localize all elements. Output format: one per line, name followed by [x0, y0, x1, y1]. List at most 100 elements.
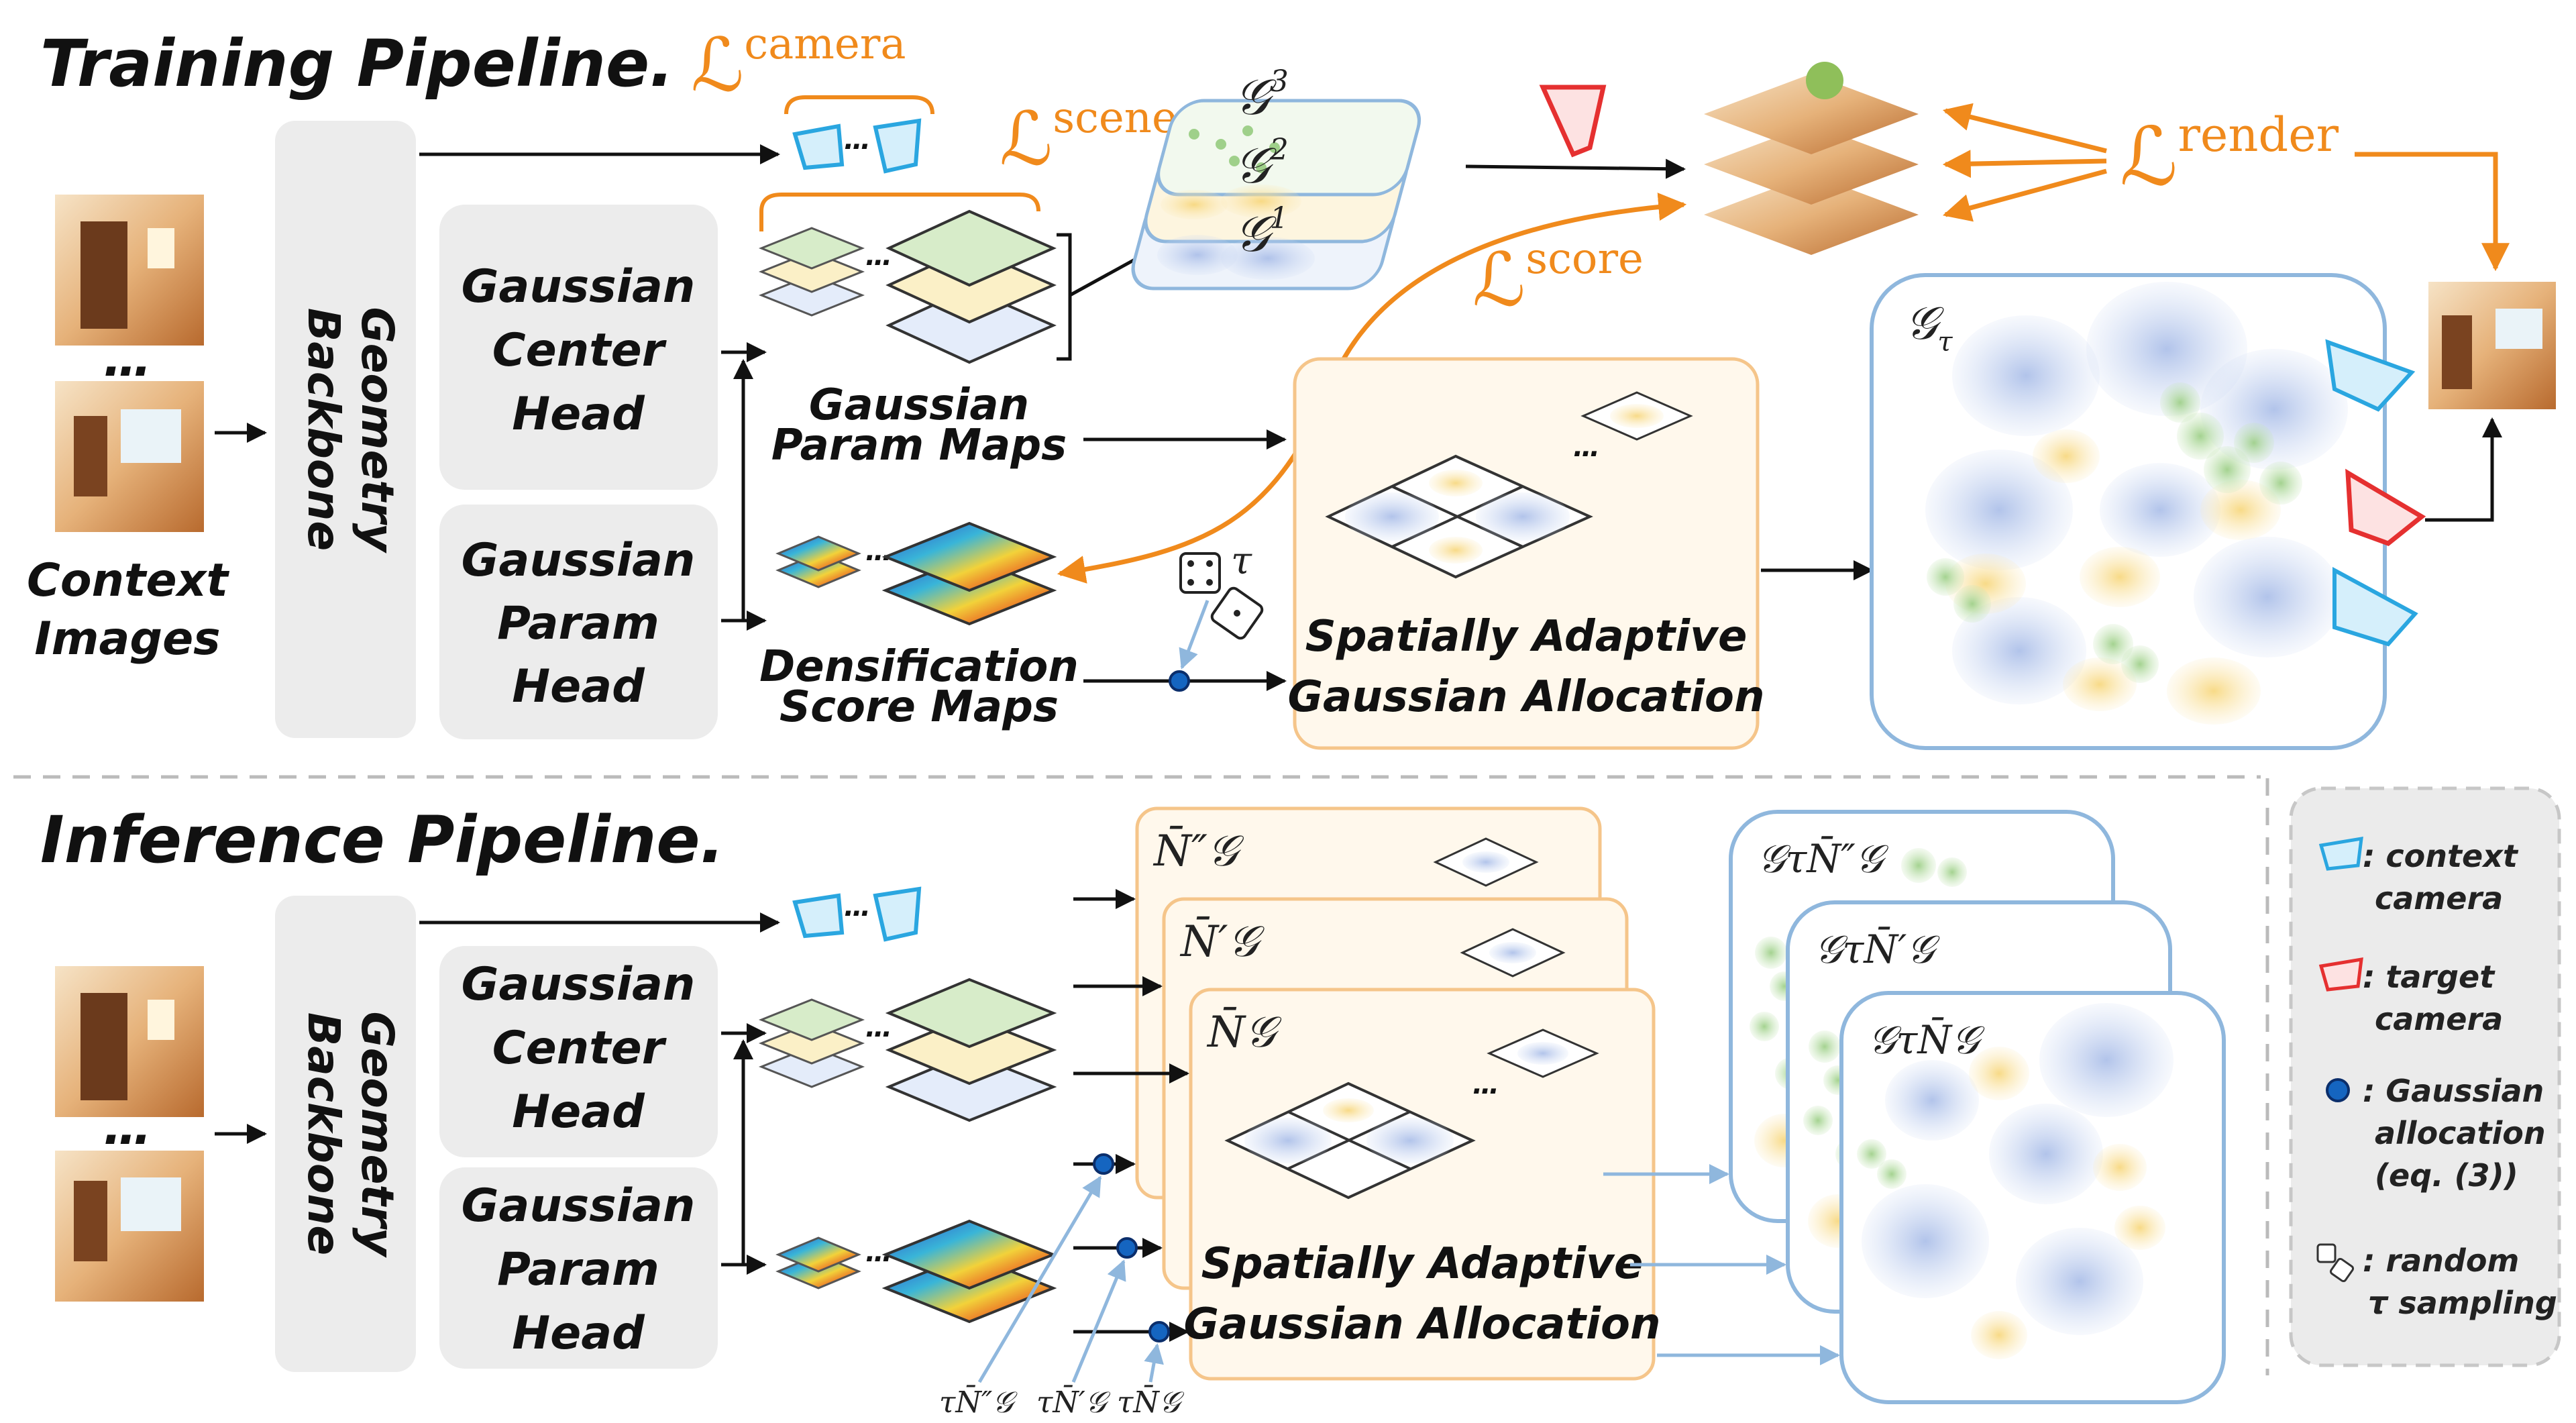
gaussians-tau-blobs	[1925, 282, 2348, 725]
allocation-ellipsis: …	[1573, 432, 1600, 463]
inference-camera-ellipsis: …	[844, 892, 871, 923]
budget-label-prime: N̄′𝒢	[1179, 916, 1265, 967]
legend-allocation-line-2: allocation	[2375, 1115, 2546, 1151]
context-image-1	[55, 195, 204, 346]
output-blobs-budget	[1857, 1003, 2174, 1359]
allocation-dot-budget	[1148, 1321, 1170, 1342]
output-label-prime: 𝒢τN̄′𝒢	[1815, 926, 1940, 972]
output-label-double-prime: 𝒢τN̄″𝒢	[1758, 835, 1889, 882]
render-loss-arrow-3	[1942, 168, 2107, 222]
inference-center-head-box	[439, 946, 718, 1157]
legend-context-line-1: : context	[2363, 838, 2519, 874]
inference-context-ellipsis: …	[103, 1099, 152, 1155]
context-camera-icons-scene	[2325, 339, 2418, 647]
center-head-label-2: Center	[492, 324, 667, 377]
camera-loss-brace	[784, 95, 934, 115]
arrow-levels-to-render	[1465, 158, 1686, 179]
score-maps-label-2: Score Maps	[780, 682, 1059, 732]
inference-param-head-label-2: Param	[497, 1243, 659, 1296]
inference-center-head-label-2: Center	[492, 1022, 667, 1075]
score-maps-stack-large	[881, 521, 1057, 626]
inference-backbone-label-2: Backbone	[298, 1012, 350, 1255]
loss-scene: ℒscene	[1000, 93, 1177, 182]
gaussians-tau-label: 𝒢τ	[1905, 297, 1953, 358]
inference-score-maps-ellipsis: …	[865, 1237, 892, 1268]
render-loss-arrow-2	[1942, 150, 2107, 178]
inference-center-head-label-3: Head	[512, 1086, 645, 1139]
gaussian-param-head-box	[439, 505, 718, 739]
inference-param-head-label-1: Gaussian	[462, 1179, 696, 1232]
tau-label-prime: τN̄′𝒢	[1036, 1384, 1111, 1420]
scene-loss-brace	[759, 193, 1040, 231]
allocation-dot-prime	[1116, 1237, 1138, 1259]
score-maps-label-1: Densification	[759, 642, 1079, 692]
budget-label: N̄𝒢	[1206, 1006, 1282, 1057]
legend-target-camera-icon	[2318, 957, 2363, 992]
gaussian-center-head-box	[439, 205, 718, 490]
legend-box	[2289, 786, 2561, 1367]
param-head-label-1: Gaussian	[462, 534, 696, 587]
center-head-label-3: Head	[512, 388, 645, 441]
inference-title: Inference Pipeline.	[40, 802, 724, 878]
allocation-grid	[1325, 391, 1693, 579]
tau-arrow-double-prime	[977, 1175, 1102, 1383]
inference-allocation-ellipsis: …	[1472, 1069, 1499, 1100]
dice-icon	[1179, 552, 1264, 640]
rendered-images-stack	[1704, 62, 1919, 255]
context-image-2	[55, 381, 204, 532]
training-title: Training Pipeline.	[40, 26, 674, 101]
render-loss-arrow-1	[1942, 103, 2107, 154]
allocation-dot-double-prime	[1093, 1153, 1114, 1175]
allocation-grid-prime-mini	[1460, 928, 1566, 978]
geometry-backbone-label-1: Geometry	[352, 307, 403, 554]
tau-arrow-prime	[1071, 1259, 1126, 1383]
param-maps-ellipsis: …	[865, 241, 892, 272]
inference-center-head-label-1: Gaussian	[462, 958, 696, 1011]
param-maps-stack-large	[885, 209, 1057, 364]
loss-camera: ℒcamera	[691, 19, 906, 108]
param-maps-stack-small	[758, 227, 865, 317]
legend-dice-line-2: τ sampling	[2368, 1285, 2557, 1321]
inference-score-maps	[775, 1219, 1057, 1324]
param-maps-label-2: Param Maps	[771, 421, 1067, 470]
allocation-label-2: Gaussian Allocation	[1288, 672, 1765, 722]
tau-label-budget: τN̄𝒢	[1117, 1384, 1185, 1420]
tau-label-double-prime: τN̄″𝒢	[939, 1384, 1018, 1420]
legend-allocation-line-1: : Gaussian	[2363, 1073, 2544, 1109]
inference-allocation-grid	[1224, 1029, 1599, 1200]
legend-allocation-dot-icon	[2326, 1078, 2350, 1102]
allocation-grid-double-prime-mini	[1433, 837, 1539, 887]
center-head-label-1: Gaussian	[462, 260, 696, 313]
legend-allocation-line-3: (eq. (3))	[2375, 1157, 2518, 1194]
param-maps-label-1: Gaussian	[809, 380, 1029, 430]
output-label-budget: 𝒢τN̄𝒢	[1868, 1016, 1985, 1063]
param-maps-bracket	[1057, 233, 1072, 361]
score-maps-ellipsis: …	[865, 536, 892, 567]
tau-arrow-budget	[1144, 1343, 1164, 1383]
legend-dice-line-1: : random	[2363, 1243, 2519, 1279]
inference-param-maps-ellipsis: …	[865, 1012, 892, 1043]
target-image	[2428, 282, 2556, 409]
score-maps-stack-small	[775, 535, 861, 588]
loss-score: ℒscore	[1472, 234, 1644, 323]
dice-to-allocation	[1179, 600, 1210, 670]
legend-target-line-1: : target	[2363, 959, 2496, 995]
budget-label-double-prime: N̄″𝒢	[1152, 825, 1244, 876]
allocation-box-budget	[1189, 988, 1656, 1381]
output-blobs-double-prime	[1750, 848, 1967, 1167]
allocation-label-1: Spatially Adaptive	[1305, 612, 1748, 662]
loss-render: ℒrender	[2120, 107, 2339, 204]
geometry-backbone-box	[275, 121, 416, 738]
context-camera-icons	[792, 118, 922, 174]
inference-param-head-box	[439, 1167, 718, 1369]
inference-context-image-1	[55, 966, 204, 1117]
context-ellipsis: …	[103, 331, 152, 387]
param-head-label-2: Param	[497, 597, 659, 650]
param-head-label-3: Head	[512, 660, 645, 713]
legend-context-camera-icon	[2318, 836, 2363, 871]
target-camera-icon-top	[1539, 85, 1607, 158]
allocation-box	[1293, 357, 1760, 750]
level-g2: 𝒢2	[1234, 133, 1289, 195]
gaussian-allocation-dot	[1169, 670, 1190, 692]
context-images-label-1: Context	[27, 554, 230, 607]
